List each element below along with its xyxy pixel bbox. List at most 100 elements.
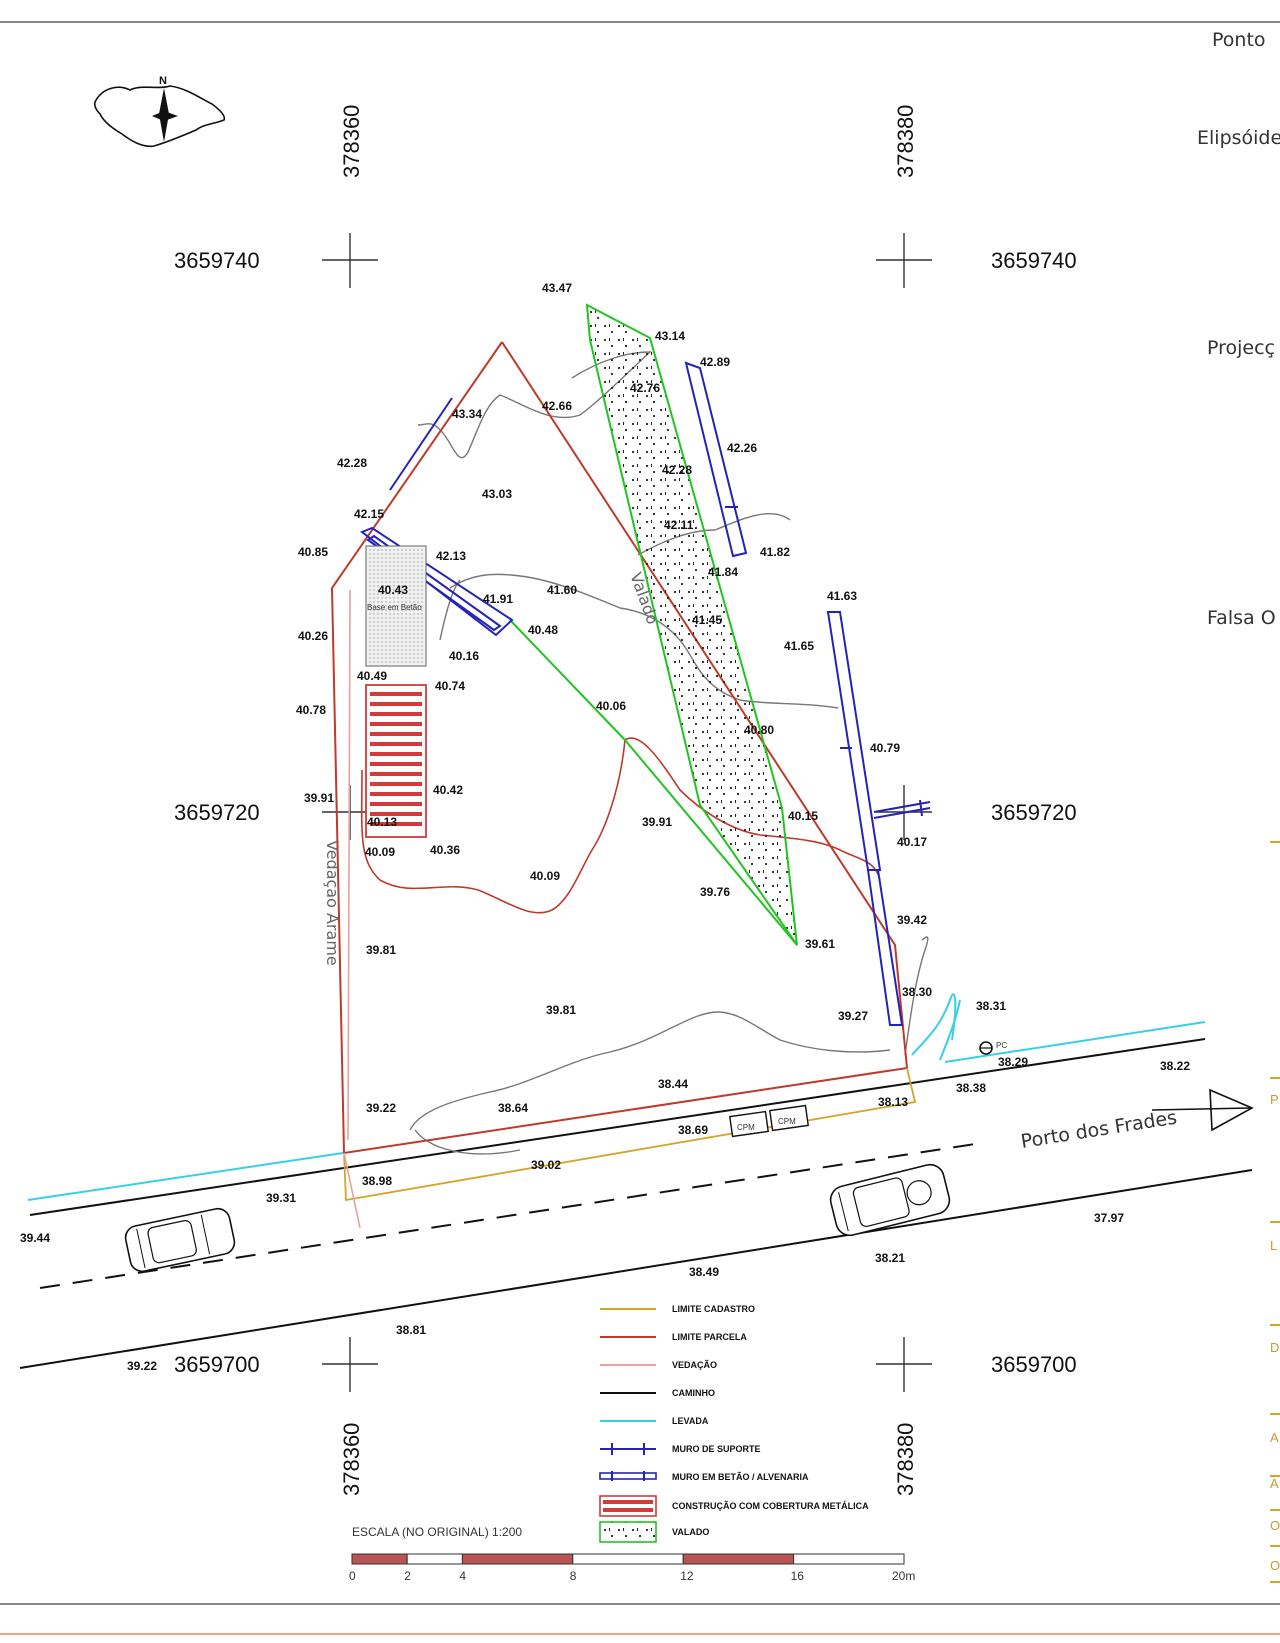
- elevation-label: 38.13: [878, 1095, 908, 1109]
- elevation-label: 38.30: [902, 985, 932, 999]
- utility-box-label: CPM: [778, 1117, 796, 1126]
- car-icon: [124, 1207, 236, 1273]
- fence-label: Vedação Arame: [323, 840, 342, 966]
- northing-label: 3659740: [174, 248, 260, 273]
- hydrant-icon: PC: [979, 1041, 1007, 1055]
- legend: LIMITE CADASTRO LIMITE PARCELA VEDAÇÃO C…: [599, 1304, 869, 1543]
- elevation-label: 41.82: [760, 545, 790, 559]
- northing-label: 3659740: [991, 248, 1077, 273]
- easting-label: 378360: [339, 105, 364, 178]
- legend-swatch-metal-building: [599, 1495, 657, 1517]
- elevation-label: 40.48: [528, 623, 558, 637]
- north-arrow-icon: N: [93, 75, 226, 148]
- elevation-label: 39.22: [127, 1359, 157, 1373]
- elevation-label: 40.13: [367, 815, 397, 829]
- scale-tick-label: 16: [791, 1569, 805, 1583]
- elevation-label: 40.36: [430, 843, 460, 857]
- grid-labels: 378360 378380 378360 378380 3659740 3659…: [174, 105, 1077, 1496]
- scale-tick-label: 2: [404, 1569, 411, 1583]
- legend-swatch-retaining-wall: [600, 1443, 656, 1455]
- elevation-label: 39.81: [546, 1003, 576, 1017]
- scale-tick-label: 12: [680, 1569, 694, 1583]
- scale-segment: [793, 1553, 905, 1565]
- easting-label: 378360: [339, 1423, 364, 1496]
- elevation-label: 40.78: [296, 703, 326, 717]
- hydrant-label: PC: [996, 1041, 1007, 1050]
- easting-label: 378380: [893, 105, 918, 178]
- elevation-label: 40.42: [433, 783, 463, 797]
- elevation-label: 40.43: [378, 583, 408, 597]
- scale-tick-label: 8: [570, 1569, 577, 1583]
- elevation-label: 41.60: [547, 583, 577, 597]
- elevation-label: 39.22: [366, 1101, 396, 1115]
- elevation-label: 40.09: [365, 845, 395, 859]
- elevation-label: 41.63: [827, 589, 857, 603]
- elevation-label: 42.15: [354, 507, 384, 521]
- elevation-label: 42.76: [630, 381, 660, 395]
- elevation-label: 42.11: [664, 518, 694, 532]
- elevation-label: 38.64: [498, 1101, 528, 1115]
- legend-label: VALADO: [672, 1527, 709, 1537]
- elevation-label: 39.81: [366, 943, 396, 957]
- elevation-label: 38.31: [976, 999, 1006, 1013]
- info-cut-letter: A: [1270, 1476, 1279, 1491]
- elevation-label: 43.14: [655, 329, 685, 343]
- elevation-label: 40.09: [530, 869, 560, 883]
- fence-lines: [343, 589, 361, 1229]
- road-direction-arrow-icon: [1151, 1088, 1254, 1132]
- info-cut-letter: P: [1270, 1092, 1279, 1107]
- elevation-label: 38.69: [678, 1123, 708, 1137]
- valado-ditch: Valado: [509, 303, 798, 946]
- elevation-label: 40.80: [744, 723, 774, 737]
- elevation-label: 40.85: [298, 545, 328, 559]
- elevation-label: 38.44: [658, 1077, 688, 1091]
- legend-label: MURO EM BETÃO / ALVENARIA: [672, 1472, 809, 1482]
- elevation-label: 42.28: [662, 463, 692, 477]
- info-panel: Ponto Elipsóide Projecç Falsa O P L D A …: [1197, 29, 1280, 1583]
- map-frame: [0, 21, 1280, 1635]
- northing-label: 3659700: [991, 1352, 1077, 1377]
- scale-tick-label: 20m: [892, 1569, 915, 1583]
- elevation-label: 38.81: [396, 1323, 426, 1337]
- elevation-label: 40.26: [298, 629, 328, 643]
- info-cut-letter: D: [1270, 1340, 1279, 1355]
- elevation-label: 42.26: [727, 441, 757, 455]
- info-label-projection: Projecç: [1207, 337, 1275, 359]
- elevation-label: 38.38: [956, 1081, 986, 1095]
- legend-label: LEVADA: [672, 1416, 709, 1426]
- elevation-label: 39.76: [700, 885, 730, 899]
- elevation-label: 38.29: [998, 1055, 1028, 1069]
- scale-segments: [351, 1553, 905, 1565]
- elevation-label: 41.45: [692, 613, 722, 627]
- concrete-base-label: Base em Betão: [367, 603, 422, 612]
- elevation-label: 40.17: [897, 835, 927, 849]
- retaining-walls: [359, 361, 931, 1026]
- elevation-label: 39.42: [897, 913, 927, 927]
- legend-swatch-valado: [599, 1521, 657, 1543]
- elevation-label: 41.91: [483, 592, 513, 606]
- elevation-label: 39.91: [642, 815, 672, 829]
- northing-label: 3659700: [174, 1352, 260, 1377]
- info-cut-letter: O: [1270, 1558, 1280, 1573]
- elevation-label: 40.15: [788, 809, 818, 823]
- scale-segment: [572, 1553, 684, 1565]
- elevation-label: 42.13: [436, 549, 466, 563]
- elevation-label: 39.91: [304, 791, 334, 805]
- levada-channel: [27, 993, 1206, 1201]
- legend-label: VEDAÇÃO: [672, 1360, 717, 1370]
- utility-boxes: CPM CPM: [728, 1104, 810, 1138]
- scale-segment: [351, 1553, 408, 1565]
- car-icon: [829, 1163, 951, 1237]
- elevation-label: 40.49: [357, 669, 387, 683]
- elevation-label: 38.98: [362, 1174, 392, 1188]
- legend-label: LIMITE PARCELA: [672, 1332, 747, 1342]
- elevation-label: 38.21: [875, 1251, 905, 1265]
- scale-caption: ESCALA (NO ORIGINAL) 1:200: [352, 1525, 522, 1539]
- legend-label: CONSTRUÇÃO COM COBERTURA METÁLICA: [672, 1501, 869, 1511]
- parcel-boundary: [330, 341, 909, 1155]
- cadastre-boundary: [343, 1067, 917, 1202]
- elevation-label: 41.65: [784, 639, 814, 653]
- road-name-label: Porto dos Frades: [1019, 1107, 1178, 1153]
